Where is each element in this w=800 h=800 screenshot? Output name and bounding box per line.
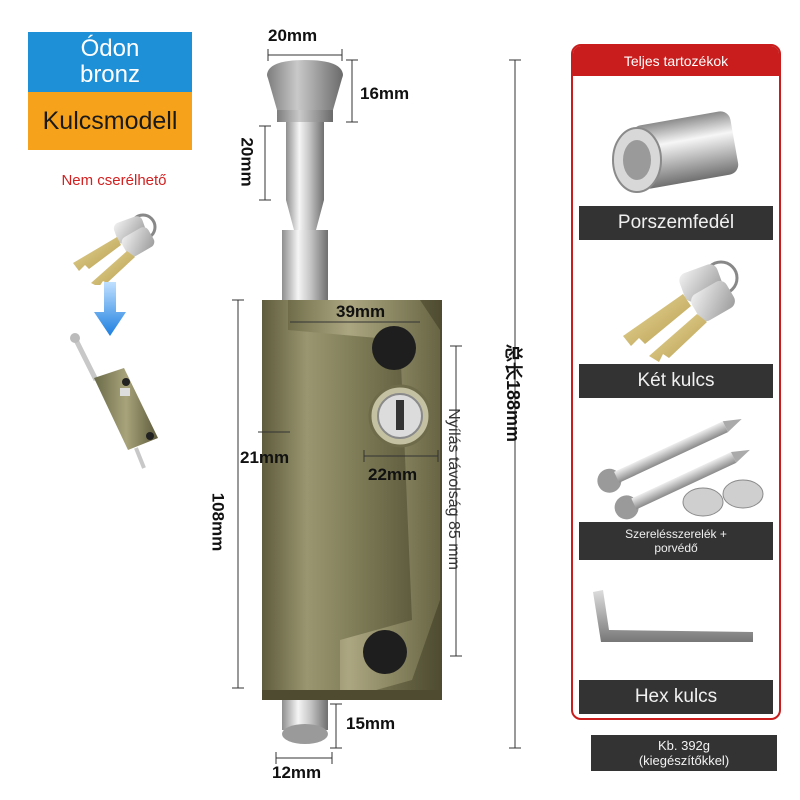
dim-pin-length: 20mm xyxy=(237,137,257,187)
keys-illustration xyxy=(73,213,157,285)
weight-note: (kiegészítőkkel) xyxy=(638,753,730,768)
accessory-label-two-keys: Két kulcs xyxy=(579,364,773,398)
two-keys-image xyxy=(623,260,739,362)
dim-body-width: 39mm xyxy=(336,302,386,321)
model-tag: Kulcsmodell xyxy=(28,92,192,150)
dim-total-length: 总长188mm xyxy=(503,343,524,443)
accessory-label-dust-cover: Porszemfedél xyxy=(579,206,773,240)
dim-top-width: 20mm xyxy=(268,26,318,45)
dust-cover-image xyxy=(612,111,739,193)
down-arrow-icon xyxy=(94,282,126,336)
weight-box: Kb. 392g (kiegészítőkkel) xyxy=(591,735,777,771)
dim-body-height: 108mm xyxy=(208,492,228,552)
dim-knob-height: 16mm xyxy=(360,84,410,103)
finish-tag: Ódon bronz xyxy=(28,32,192,92)
dim-bottom-pin-width: 12mm xyxy=(272,763,322,782)
non-replaceable-note: Nem cserélhető xyxy=(61,172,167,189)
dim-bottom-pin-height: 15mm xyxy=(346,714,396,733)
dim-body-depth: 21mm xyxy=(240,448,290,467)
accessory-label-hex-key: Hex kulcs xyxy=(579,680,773,714)
accessory-label-screws-line2: porvédő xyxy=(654,541,698,555)
accessory-label-screws: Szerelésszerelék + porvédő xyxy=(579,522,773,560)
bolt-drawing xyxy=(232,49,521,764)
screws-image xyxy=(597,419,764,520)
accessories-header: Teljes tartozékok xyxy=(573,46,779,76)
dim-opening-distance: Nyílás távolság 85 mm xyxy=(444,408,462,570)
dim-lock-width: 22mm xyxy=(368,465,418,484)
finish-line-2: bronz xyxy=(79,61,141,88)
finish-line-1: Ódon xyxy=(80,35,140,62)
weight-value: Kb. 392g xyxy=(657,738,711,753)
accessory-label-screws-line1: Szerelésszerelék + xyxy=(625,527,727,541)
accessories-panel: Teljes tartozékok Porszemfedél Két kulcs xyxy=(571,44,781,720)
hex-key-image xyxy=(593,590,753,642)
small-lock-illustration xyxy=(70,333,158,469)
model-label: Kulcsmodell xyxy=(42,106,178,135)
